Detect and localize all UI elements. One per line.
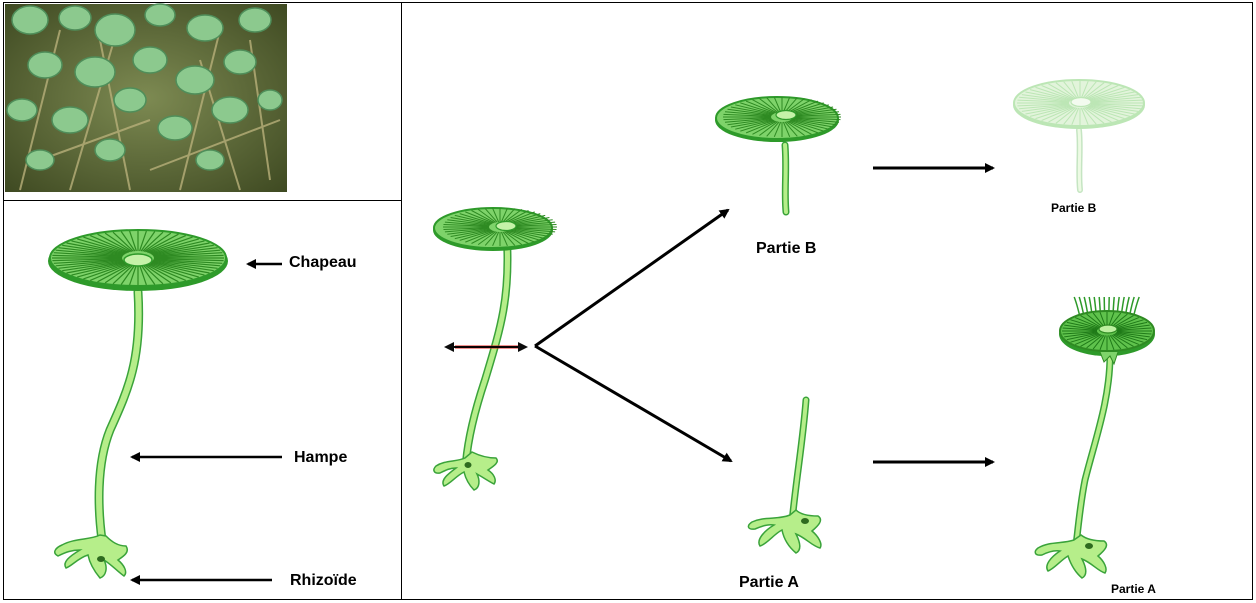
label-chapeau: Chapeau xyxy=(289,254,357,272)
cap xyxy=(48,230,228,291)
part-a-piece xyxy=(748,400,820,553)
part-b-piece xyxy=(715,97,841,212)
label-partie-a-result: Partie A xyxy=(1111,582,1156,596)
label-partie-b: Partie B xyxy=(756,240,816,258)
labeled-acetabularia xyxy=(48,230,282,580)
part-b-result xyxy=(1013,80,1145,190)
label-hampe: Hampe xyxy=(294,449,347,467)
label-partie-a: Partie A xyxy=(739,574,799,592)
part-a-result xyxy=(1035,297,1155,578)
rhizoid xyxy=(55,535,128,578)
arrow-to-part-a xyxy=(535,346,731,461)
label-rhizoide: Rhizoïde xyxy=(290,572,357,590)
label-partie-b-result: Partie B xyxy=(1051,201,1096,215)
arrow-to-part-b xyxy=(535,210,728,346)
algae-photo xyxy=(5,4,287,192)
